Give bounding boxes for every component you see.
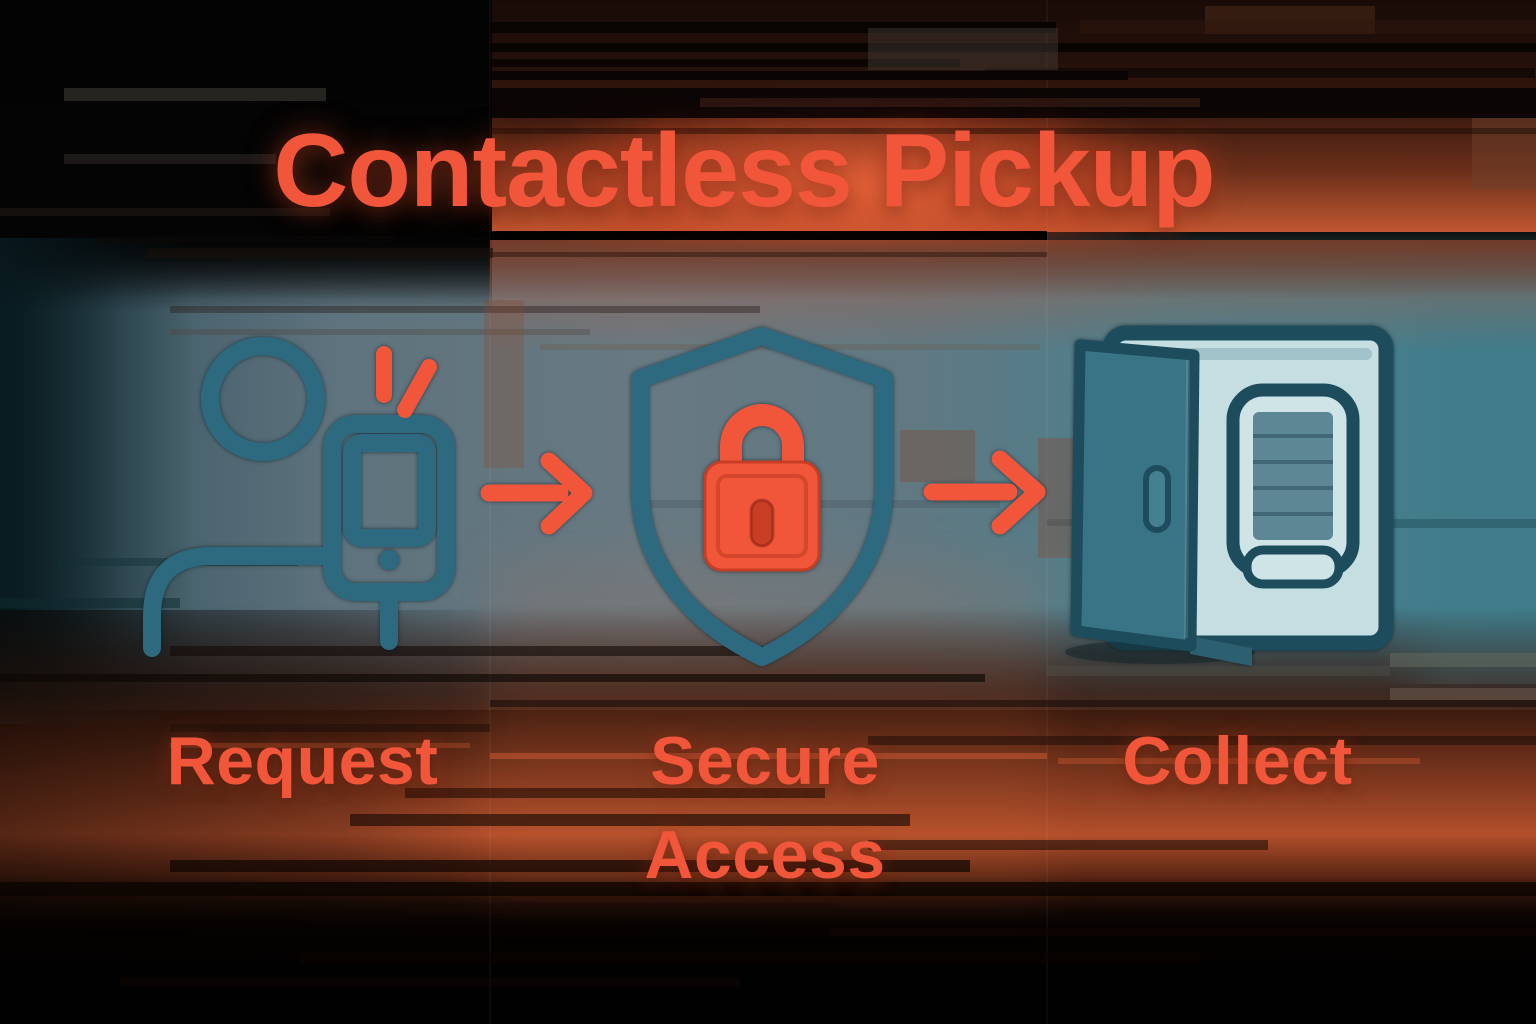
glitch-streak <box>170 860 970 872</box>
glitch-streak <box>985 68 1535 78</box>
glitch-streak <box>868 840 1268 850</box>
glitch-streak <box>170 329 590 335</box>
glitch-streak <box>64 154 276 164</box>
notification-spark-icon <box>397 359 437 418</box>
glitch-streak <box>95 236 395 243</box>
column-divider <box>489 0 491 1024</box>
glitch-streak <box>405 903 837 913</box>
glitch-streak <box>170 306 760 313</box>
arrow-right-icon <box>923 450 1046 535</box>
title-glow <box>500 98 1200 240</box>
glitch-streak <box>0 598 180 608</box>
glitch-streak <box>868 28 1058 70</box>
glitch-streak <box>148 248 493 258</box>
device-tray <box>1242 545 1344 589</box>
glitch-streak <box>490 128 1536 134</box>
glitch-streak <box>300 953 1200 963</box>
step-label-request: Request <box>166 723 439 799</box>
glitch-streak <box>490 700 1536 707</box>
open-door <box>1070 339 1200 652</box>
glitch-streak <box>484 300 524 468</box>
glitch-streak <box>700 98 1200 107</box>
glitch-streak <box>490 231 1047 240</box>
glitch-streak <box>0 208 330 216</box>
shield-outline <box>631 327 893 666</box>
glitch-streak <box>490 43 1536 52</box>
glitch-streak <box>868 736 1536 745</box>
glitch-streak <box>64 88 326 101</box>
glitch-streak <box>170 743 470 748</box>
device-screen <box>1253 412 1333 540</box>
glitch-streak <box>0 882 1536 896</box>
locker-open-door-icon <box>1065 325 1394 666</box>
glitch-streak <box>900 430 975 482</box>
glitch-streak <box>1390 519 1536 528</box>
lock-shackle <box>720 404 804 468</box>
glitch-streak <box>830 928 1536 936</box>
step-label-secure-access: Secure Access <box>644 723 886 893</box>
step-label-collect: Collect <box>1122 723 1353 799</box>
person-with-phone-icon <box>143 337 455 657</box>
glitch-streak <box>1058 758 1420 764</box>
glitch-streak <box>1080 20 1536 34</box>
glitch-streak <box>1390 653 1536 667</box>
glitch-streak <box>490 753 1047 759</box>
glitch-streak <box>0 674 985 682</box>
column-divider <box>1046 0 1048 1024</box>
glitch-streak <box>490 22 1056 33</box>
keyhole <box>749 498 775 548</box>
glitch-streak <box>1390 688 1536 700</box>
glitch-streak <box>1047 666 1390 676</box>
glitch-streak <box>170 646 770 656</box>
shield-lock-icon <box>631 327 893 666</box>
glitch-streak <box>490 252 1047 257</box>
glitch-streak <box>120 978 740 986</box>
arrow-right-icon <box>480 452 593 535</box>
glitch-streak <box>350 814 910 826</box>
glitch-streak <box>170 724 490 732</box>
glitch-streak <box>490 71 1128 80</box>
glitch-streak <box>490 59 960 67</box>
door-handle <box>1143 465 1171 533</box>
glitch-streak <box>405 788 825 798</box>
background-bottom-black <box>0 876 1536 1024</box>
page-title: Contactless Pickup <box>273 113 1215 229</box>
